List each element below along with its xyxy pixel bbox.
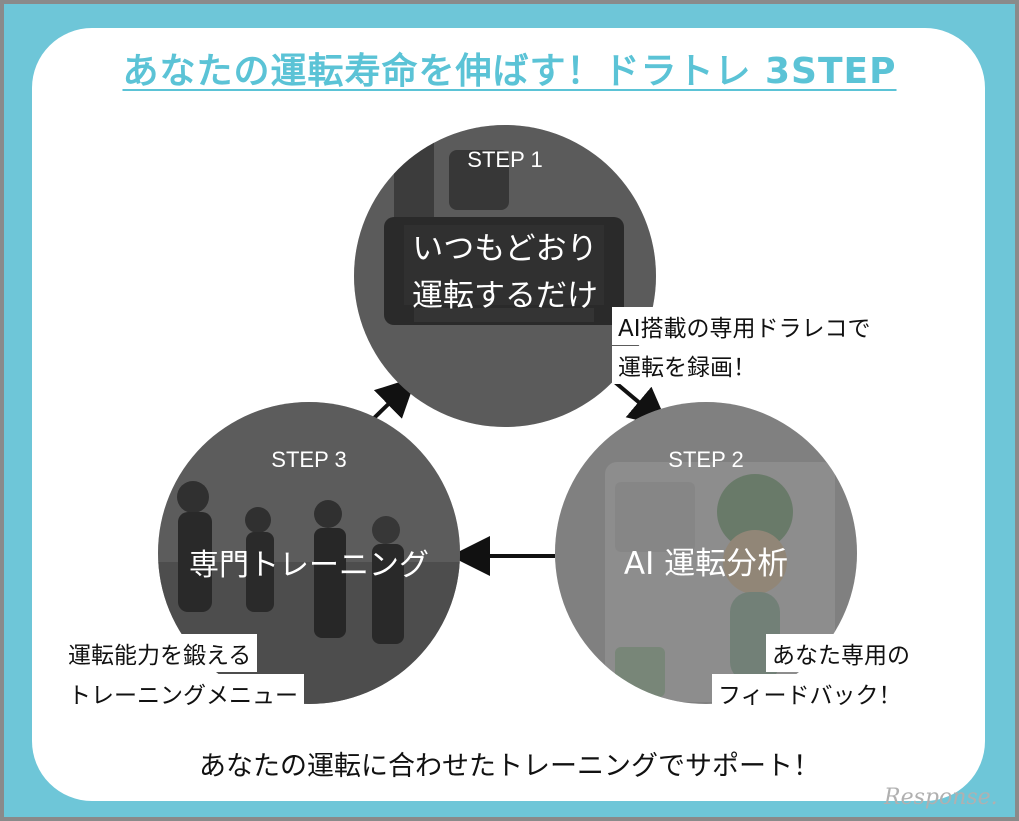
- step3-main-label: 専門トレーニング: [189, 548, 429, 583]
- step3-caption-line2: トレーニングメニュー: [62, 674, 304, 712]
- step1-caption-line1: AI搭載の専用ドラレコで: [612, 307, 877, 345]
- step1-caption-line2: 運転を録画！: [612, 346, 762, 384]
- step1-main-line2: 運転するだけ: [412, 278, 598, 314]
- response-watermark: Response.: [884, 785, 998, 810]
- step3-label: STEP 3: [271, 447, 347, 472]
- step2-label: STEP 2: [668, 447, 744, 472]
- step1-circle: STEP 1 いつもどおり 運転するだけ: [354, 125, 656, 427]
- page-title: あなたの運転寿命を伸ばす！ドラトレ 3STEP: [122, 51, 897, 92]
- step2-main-label: AI 運転分析: [623, 546, 789, 582]
- step2-caption-line2: フィードバック！: [712, 674, 908, 712]
- step1-main-line1: いつもどおり: [412, 231, 598, 267]
- photo-shade: [354, 125, 656, 427]
- step2-caption-line1: あなた専用の: [766, 634, 916, 672]
- footer-text: あなたの運転に合わせたトレーニングでサポート！: [199, 751, 820, 782]
- step1-label: STEP 1: [467, 147, 543, 172]
- step3-caption-line1: 運転能力を鍛える: [62, 634, 258, 672]
